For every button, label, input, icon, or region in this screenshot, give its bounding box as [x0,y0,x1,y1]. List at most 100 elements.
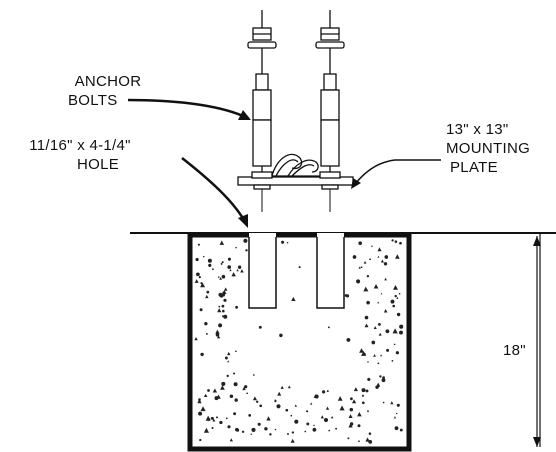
aggregate-speck [320,415,324,419]
aggregate-speck [198,275,201,279]
aggregate-speck [363,286,369,292]
aggregate-speck [257,422,261,426]
aggregate-speck [219,420,223,425]
aggregate-speck [286,242,289,244]
aggregate-speck [279,333,283,338]
aggregate-speck [294,404,298,407]
aggregate-speck [235,246,237,249]
concrete-aggregate [194,238,404,444]
aggregate-speck [399,324,404,329]
aggregate-speck [237,265,242,269]
aggregate-speck [216,394,221,399]
aggregate-speck [310,402,313,405]
aggregate-speck [229,268,232,272]
aggregate-speck [393,343,396,346]
anchor-bolt-right [315,10,345,172]
aggregate-speck [221,274,226,279]
aggregate-speck [277,391,282,396]
aggregate-speck [259,404,263,408]
aggregate-speck [380,354,383,357]
aggregate-speck [197,243,200,246]
aggregate-speck [364,323,369,328]
aggregate-speck [392,328,398,334]
aggregate-speck [358,241,362,245]
aggregate-speck [207,258,212,263]
aggregate-speck [378,332,382,336]
aggregate-speck [391,360,394,362]
concrete-footing [187,232,412,452]
aggregate-speck [358,440,360,443]
aggregate-speck [290,414,293,417]
anchor-bolt-left [247,10,277,172]
aggregate-speck [227,425,231,429]
aggregate-speck [396,412,398,415]
aggregate-speck [361,350,367,356]
aggregate-speck [205,294,209,299]
aggregate-speck [325,406,330,410]
aggregate-speck [258,325,262,329]
aggregate-speck [384,255,389,259]
aggregate-speck [395,351,400,355]
aggregate-speck [248,414,252,417]
aggregate-speck [252,396,257,401]
aggregate-speck [373,354,376,357]
aggregate-speck [242,386,246,391]
aggregate-speck [250,433,252,435]
aggregate-speck [227,257,231,261]
aggregate-speck [381,378,386,383]
aggregate-speck [367,410,369,413]
aggregate-speck [313,394,318,398]
aggregate-speck [379,375,382,378]
aggregate-speck [328,429,331,432]
aggregate-speck [337,396,343,401]
aggregate-speck [195,257,199,262]
hole-label-line2: HOLE [76,156,120,173]
aggregate-speck [220,294,224,298]
aggregate-speck [399,241,402,245]
aggregate-speck [240,269,244,273]
aggregate-speck [382,401,385,404]
aggregate-speck [241,430,245,433]
aggregate-speck [394,240,398,243]
aggregate-speck [312,427,317,432]
aggregate-speck [393,284,398,290]
aggregate-speck [376,382,381,387]
aggregate-speck [200,352,204,357]
aggregate-speck [373,326,377,330]
aggregate-speck [198,411,203,416]
aggregate-speck [197,399,202,404]
aggregate-speck [396,296,399,299]
aggregate-speck [349,407,354,412]
aggregate-speck [335,427,338,430]
aggregate-speck [323,417,329,423]
aggregate-speck [200,282,206,288]
aggregate-speck [264,427,268,431]
aggregate-speck [369,257,372,260]
aggregate-speck [236,269,239,272]
aggregate-speck [287,433,289,435]
aggregate-speck [211,268,214,271]
aggregate-speck [206,290,210,294]
depth-label: 18" [503,342,526,359]
aggregate-speck [227,265,232,269]
aggregate-speck [364,315,369,320]
aggregate-speck [352,399,357,404]
aggregate-speck [219,276,223,280]
aggregate-speck [227,360,230,363]
aggregate-speck [377,255,380,258]
aggregate-speck [306,422,310,426]
aggregate-speck [394,426,399,431]
aggregate-speck [210,416,214,420]
aggregate-speck [385,329,390,334]
aggregate-speck [371,245,373,248]
aggregate-speck [395,254,400,259]
aggregate-speck [380,292,383,295]
aggregate-speck [352,255,357,259]
aggregate-speck [274,428,277,431]
aggregate-speck [194,337,198,341]
aggregate-speck [361,394,365,397]
aggregate-speck [269,433,272,436]
aggregate-speck [226,374,229,378]
anchor-bolts-label-line1: ANCHOR [74,73,142,90]
aggregate-speck [199,308,203,312]
